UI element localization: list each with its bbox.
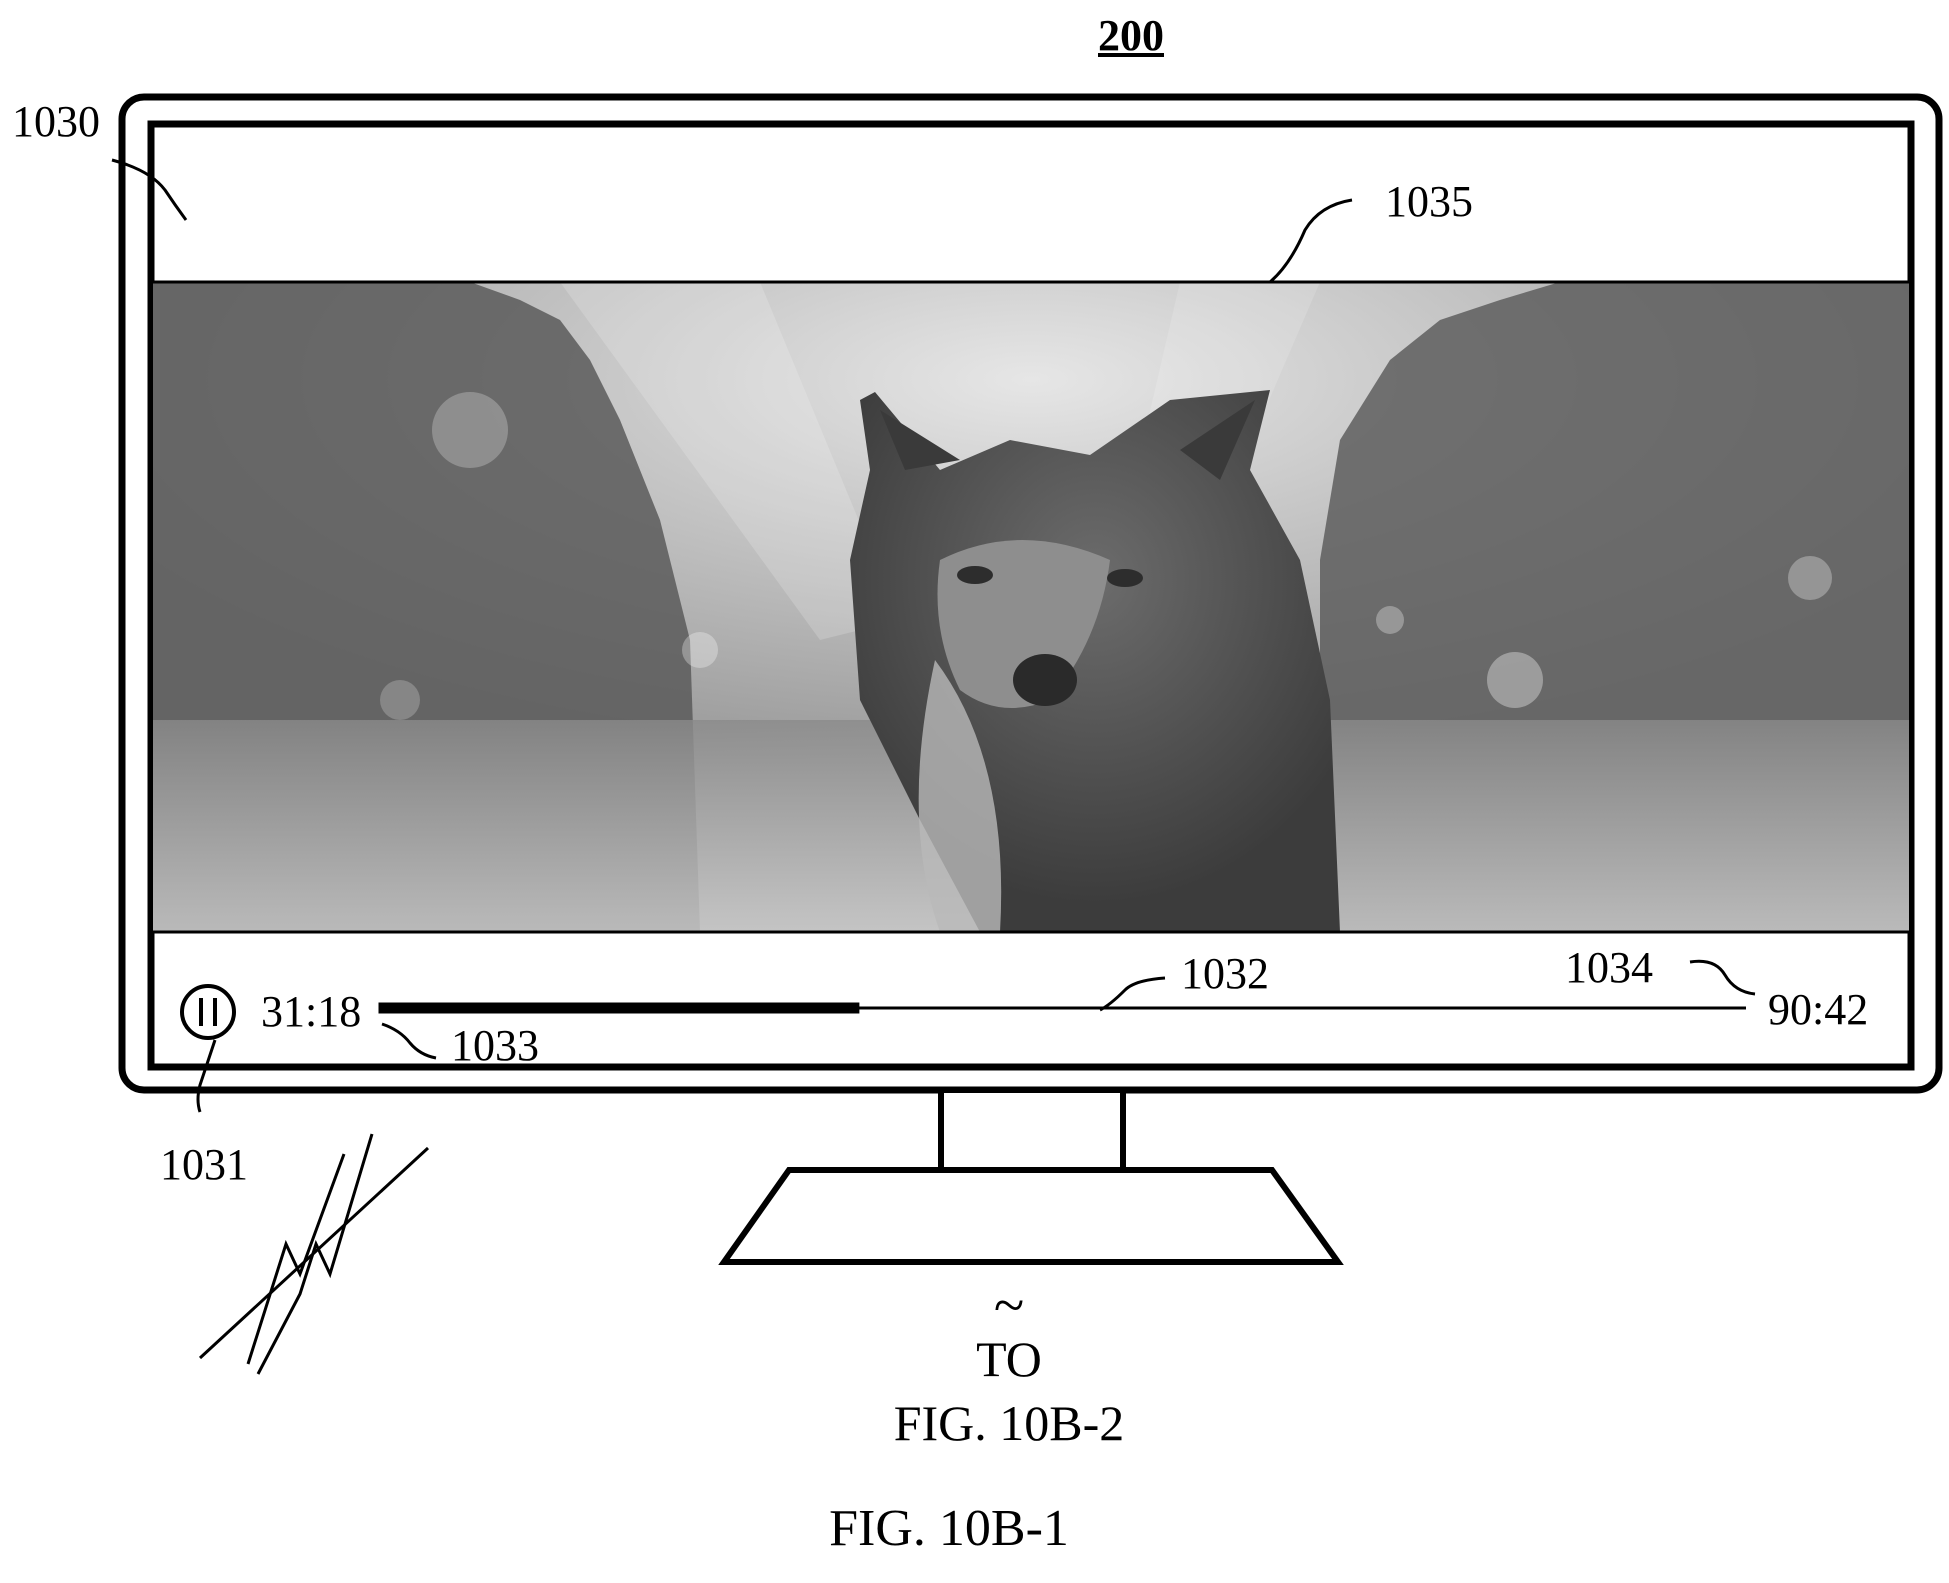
ref-1034: 1034 [1565, 946, 1653, 990]
total-time: 90:42 [1768, 988, 1868, 1032]
monitor-base [724, 1170, 1338, 1262]
ref-1031: 1031 [160, 1143, 248, 1187]
ref-1032: 1032 [1181, 952, 1269, 996]
elapsed-time: 31:18 [261, 990, 361, 1034]
continuation-mark: ~ [0, 1278, 1949, 1334]
ref-1033: 1033 [451, 1024, 539, 1068]
continuation-target: FIG. 10B-2 [0, 1398, 1949, 1448]
monitor-neck [941, 1090, 1123, 1170]
continuation-to: TO [0, 1334, 1949, 1384]
figure-caption: FIG. 10B-1 [0, 1503, 1898, 1555]
ref-1035: 1035 [1385, 180, 1473, 224]
ref-1030: 1030 [12, 100, 100, 144]
video-frame [153, 282, 1909, 932]
progress-bar[interactable] [384, 996, 1746, 1020]
pause-button[interactable] [180, 984, 236, 1040]
